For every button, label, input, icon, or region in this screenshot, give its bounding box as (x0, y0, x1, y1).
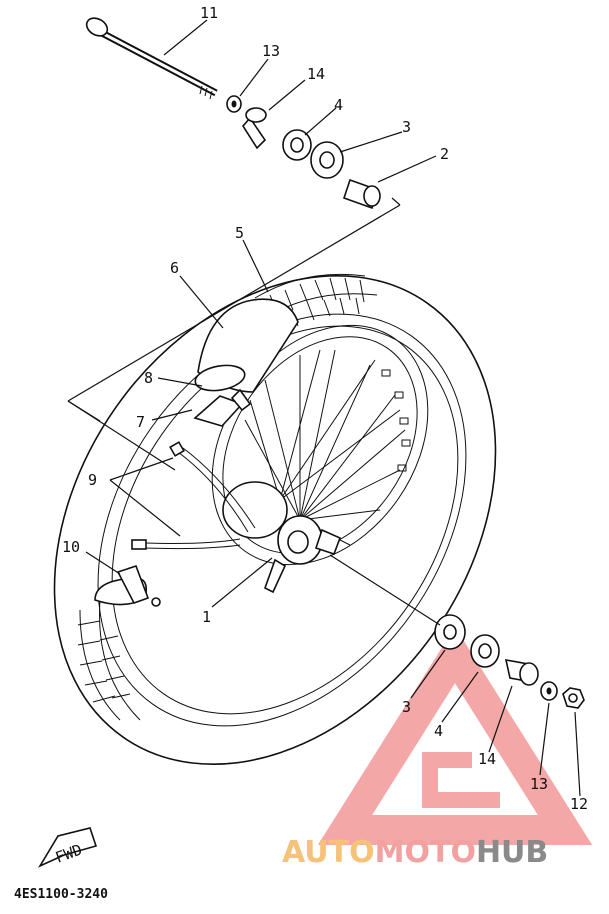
watermark-hub: HUB (476, 835, 548, 870)
callout-3-top: 3 (402, 118, 411, 136)
callout-13-top: 13 (262, 42, 280, 60)
callout-2: 2 (440, 145, 449, 163)
callout-1: 1 (202, 608, 211, 626)
axle-nut (562, 687, 585, 709)
bearing-small-bottom (470, 634, 500, 668)
washer-top (226, 95, 242, 113)
axle (85, 17, 218, 100)
watermark-logo (317, 626, 593, 845)
callout-14-top: 14 (307, 65, 325, 83)
callout-6: 6 (170, 259, 179, 277)
bearing-small-top (282, 129, 312, 161)
callout-3-bottom: 3 (402, 698, 411, 716)
speedometer-cable (131, 441, 256, 550)
collar-top (242, 107, 267, 150)
watermark-auto: AUTO (282, 835, 375, 870)
callout-4-bottom: 4 (434, 722, 443, 740)
assembly-lines (67, 197, 441, 626)
fender (194, 298, 299, 393)
leader-lines (85, 19, 581, 797)
callout-13-bottom: 13 (530, 775, 548, 793)
callouts: 11 13 14 4 3 2 5 6 8 7 9 10 1 3 4 14 13 … (62, 4, 588, 813)
svg-text:AUTOMOTOHUB: AUTOMOTOHUB (282, 835, 548, 870)
watermark-moto: MOTO (375, 835, 476, 870)
callout-12: 12 (570, 795, 588, 813)
callout-11: 11 (200, 4, 218, 22)
watermark-text: AUTOMOTOHUB (282, 835, 548, 870)
hub (222, 481, 342, 594)
tire-section (94, 564, 161, 607)
callout-8: 8 (144, 369, 153, 387)
callout-10: 10 (62, 538, 80, 556)
part-code: 4ES1100-3240 (14, 887, 108, 902)
bearing-large-top (310, 141, 344, 179)
collar-bottom (504, 658, 539, 686)
callout-14-bottom: 14 (478, 750, 496, 768)
spacer (342, 178, 381, 210)
callout-5: 5 (235, 224, 244, 242)
washer-bottom (540, 681, 558, 701)
fwd-arrow: FWD (37, 827, 98, 868)
fender-bracket (193, 388, 252, 427)
callout-7: 7 (136, 413, 145, 431)
callout-4-top: 4 (334, 96, 343, 114)
callout-9: 9 (88, 471, 97, 489)
bearing-large-bottom (434, 614, 466, 650)
